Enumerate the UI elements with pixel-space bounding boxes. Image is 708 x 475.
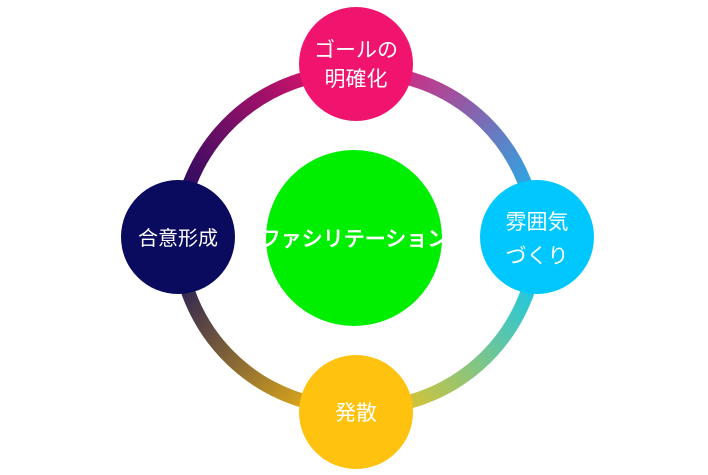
center-label: ファシリテーション xyxy=(260,227,449,251)
node-consensus-label: 合意形成 xyxy=(138,226,218,250)
node-goal-label-line-2: 明確化 xyxy=(325,67,388,91)
center-node: ファシリテーション xyxy=(260,150,449,326)
node-atmosphere-circle xyxy=(480,180,594,294)
node-atmosphere-label-line-2: づくり xyxy=(506,244,569,268)
node-consensus: 合意形成 xyxy=(121,180,235,294)
node-divergence-circle xyxy=(299,355,413,469)
node-atmosphere-label-line-1: 雰囲気 xyxy=(506,210,569,234)
node-consensus-circle xyxy=(121,180,235,294)
center-circle xyxy=(266,150,442,326)
node-divergence-label: 発散 xyxy=(335,401,377,425)
node-goal-circle xyxy=(299,7,413,121)
node-goal-label-line-1: ゴールの xyxy=(314,38,398,62)
node-divergence: 発散 xyxy=(299,355,413,469)
node-goal: ゴールの 明確化 xyxy=(299,7,413,121)
node-atmosphere: 雰囲気 づくり xyxy=(480,180,594,294)
